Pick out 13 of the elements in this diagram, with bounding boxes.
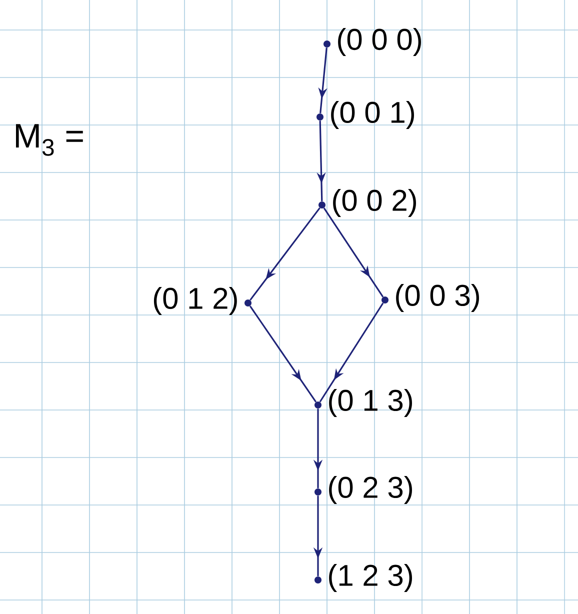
point-node: (1 2 3): [314, 564, 412, 592]
arrow: [249, 306, 317, 402]
point-node: (0 0 1): [316, 101, 414, 129]
point-node: (0 1 3): [314, 389, 412, 417]
label: M$_{3}$ =: [16, 124, 83, 156]
arrow: [250, 207, 320, 301]
point-node: (0 0 2): [318, 189, 416, 217]
point-node: (0 0 0): [324, 28, 421, 56]
arrow: [319, 302, 384, 402]
point-node: (0 2 3): [314, 476, 412, 504]
point-node: (0 1 2): [154, 287, 252, 315]
arrow: [323, 208, 384, 298]
point-node: (0 0 3): [382, 284, 479, 312]
